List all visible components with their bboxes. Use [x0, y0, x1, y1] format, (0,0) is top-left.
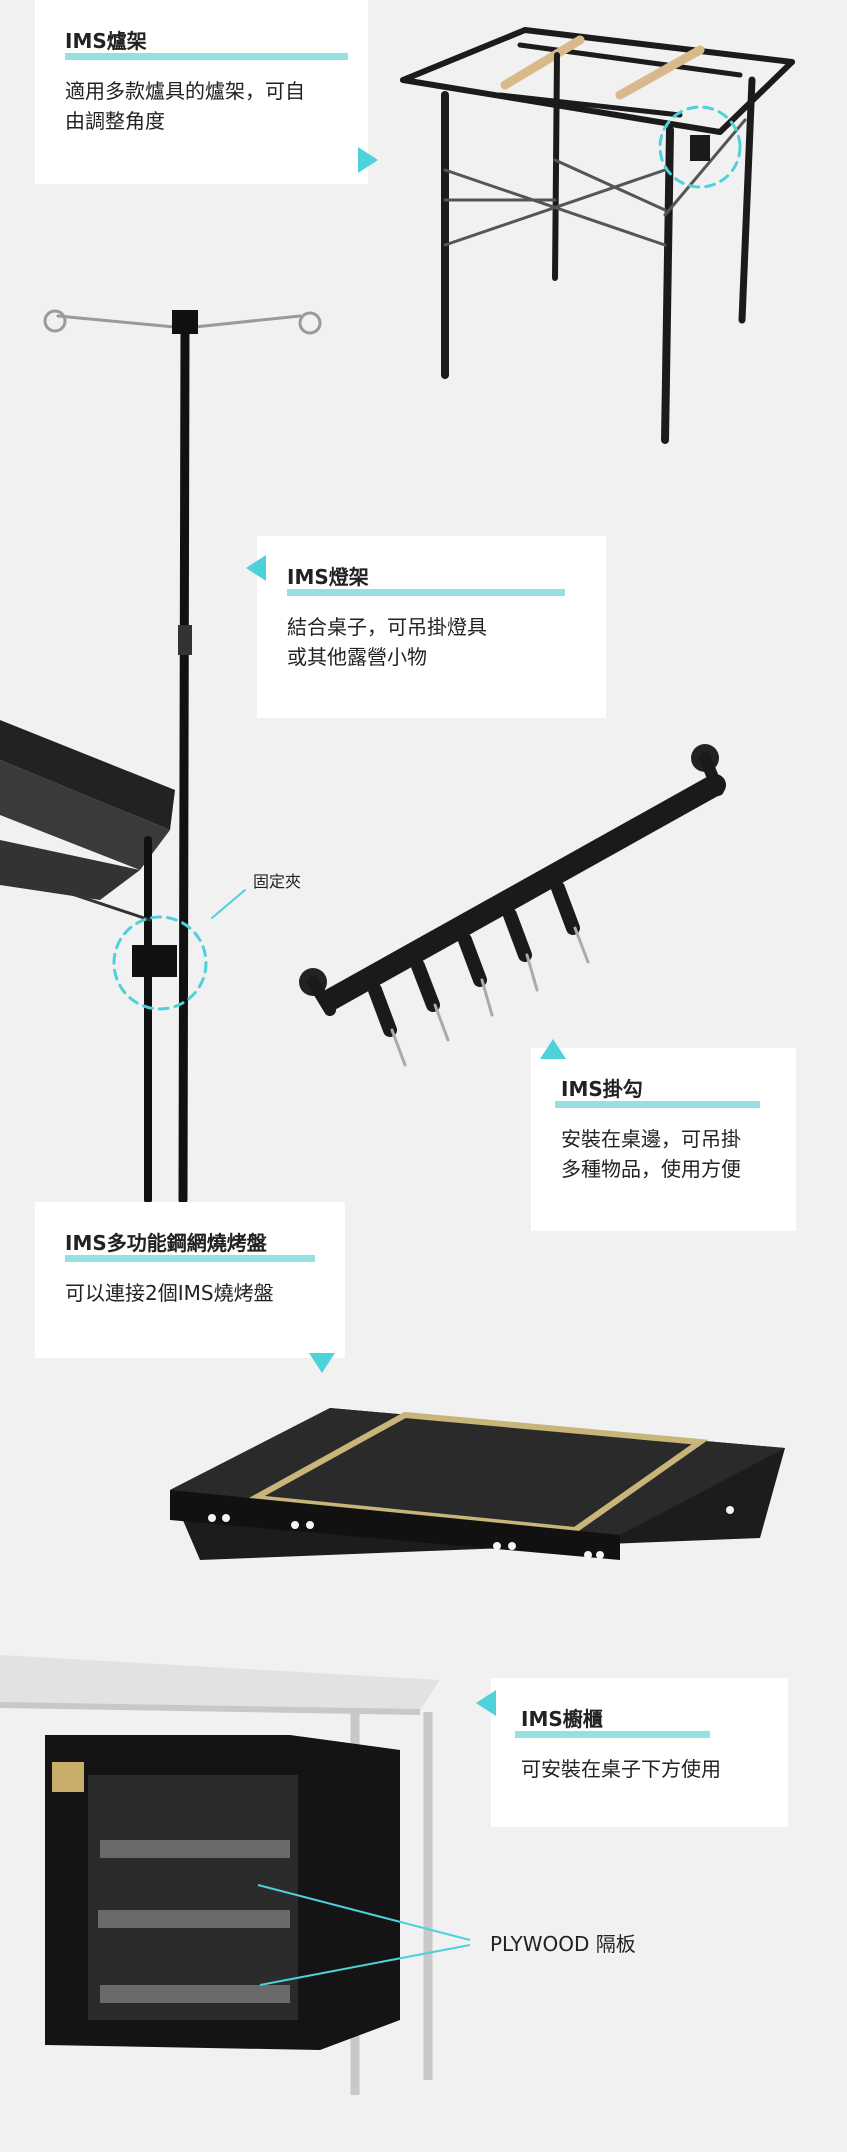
plywood-callout-label: PLYWOOD 隔板 [490, 1932, 636, 1956]
card-description: 結合桌子，可吊掛燈具 或其他露營小物 [287, 615, 487, 669]
title-text: IMS櫥櫃 [521, 1707, 603, 1731]
card-lamp-stand: IMS燈架 結合桌子，可吊掛燈具 或其他露營小物 [257, 536, 606, 718]
pointer-up-triangle [540, 1039, 566, 1059]
card-title: IMS櫥櫃 [515, 1706, 710, 1738]
title-text: IMS燈架 [287, 565, 369, 589]
title-highlight [65, 1255, 315, 1262]
card-title: IMS多功能鋼網燒烤盤 [65, 1230, 315, 1262]
card-grill-tray: IMS多功能鋼網燒烤盤 可以連接2個IMS燒烤盤 [35, 1202, 345, 1358]
pointer-left-triangle [246, 555, 266, 581]
card-description: 適用多款爐具的爐架，可自 由調整角度 [65, 79, 305, 133]
card-description: 可安裝在桌子下方使用 [521, 1757, 721, 1781]
stove-rack-illustration [400, 27, 795, 444]
card-hook: IMS掛勾 安裝在桌邊，可吊掛 多種物品，使用方便 [531, 1048, 796, 1231]
card-title: IMS燈架 [287, 564, 565, 596]
card-description: 安裝在桌邊，可吊掛 多種物品，使用方便 [561, 1127, 741, 1181]
cabinet-illustration [0, 1655, 471, 2095]
lamp-stand-illustration [0, 309, 322, 1205]
card-stove-rack: IMS爐架 適用多款爐具的爐架，可自 由調整角度 [35, 0, 368, 184]
grill-tray-illustration [170, 1408, 785, 1560]
pointer-left-triangle [476, 1690, 496, 1716]
title-text: IMS爐架 [65, 29, 147, 53]
card-title: IMS掛勾 [555, 1076, 760, 1108]
title-text: IMS多功能鋼網燒烤盤 [65, 1231, 267, 1255]
pointer-down-triangle [309, 1353, 335, 1373]
title-highlight [515, 1731, 710, 1738]
title-text: IMS掛勾 [561, 1077, 643, 1101]
pointer-right-triangle [358, 147, 378, 173]
title-highlight [555, 1101, 760, 1108]
title-highlight [287, 589, 565, 596]
clamp-callout-label: 固定夾 [253, 872, 302, 891]
card-title: IMS爐架 [65, 28, 348, 60]
title-highlight [65, 53, 348, 60]
card-description: 可以連接2個IMS燒烤盤 [65, 1281, 274, 1305]
hook-illustration [299, 744, 726, 1067]
card-cabinet: IMS櫥櫃 可安裝在桌子下方使用 [491, 1678, 788, 1827]
